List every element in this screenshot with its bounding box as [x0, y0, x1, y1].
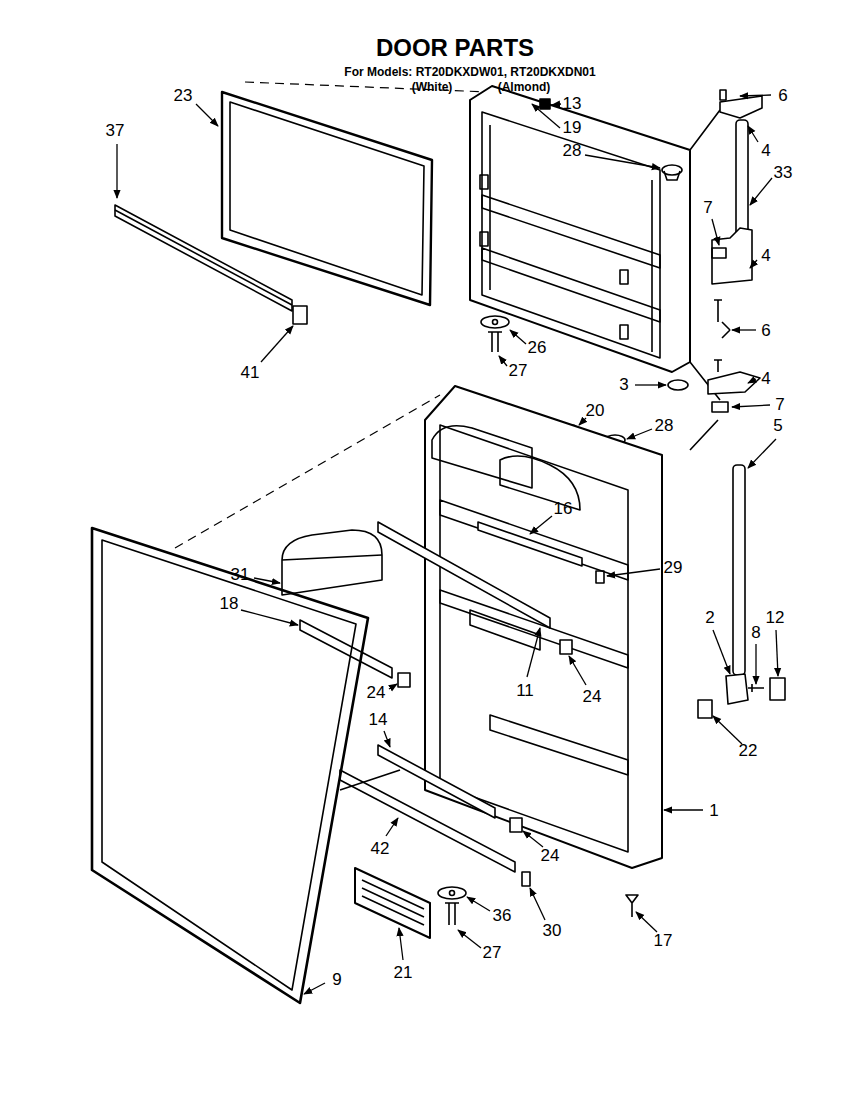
callout-number: 24: [583, 688, 602, 705]
callout-number: 41: [241, 364, 260, 381]
callout-number: 24: [541, 847, 560, 864]
callout-number: 11: [516, 682, 534, 699]
callout-number: 7: [775, 396, 784, 413]
callout-number: 23: [174, 87, 193, 104]
callout-number: 6: [761, 322, 770, 339]
callout-number: 37: [106, 122, 125, 139]
callout-number: 20: [586, 402, 605, 419]
callout-number: 1: [709, 802, 718, 819]
callout-number: 2: [705, 609, 714, 626]
callout-number: 18: [220, 595, 239, 612]
callout-number: 21: [394, 964, 413, 981]
callout-number: 31: [231, 566, 250, 583]
diagram-title: DOOR PARTS: [376, 36, 534, 60]
callout-number: 13: [563, 95, 582, 112]
callout-number: 36: [493, 907, 512, 924]
callout-number: 4: [761, 142, 770, 159]
callout-number: 8: [751, 624, 760, 641]
callout-number: 22: [739, 742, 758, 759]
callout-number: 9: [332, 971, 341, 988]
callout-number: 27: [509, 362, 528, 379]
callout-number: 19: [563, 119, 582, 136]
callout-number: 26: [528, 339, 547, 356]
callout-number: 4: [761, 247, 770, 264]
callout-number: 3: [619, 376, 628, 393]
callout-number: 14: [369, 711, 388, 728]
callout-number: 12: [766, 609, 785, 626]
callout-number: 6: [778, 87, 787, 104]
callout-number: 42: [371, 840, 390, 857]
callout-number: 16: [554, 500, 573, 517]
callout-number: 33: [774, 164, 793, 181]
callout-number: 28: [655, 417, 674, 434]
callout-number: 30: [543, 922, 562, 939]
callout-number: 5: [773, 417, 782, 434]
callout-number: 29: [664, 559, 683, 576]
model-note: (Almond): [498, 81, 551, 93]
model-note: For Models: RT20DKXDW01, RT20DKXDN01: [344, 66, 595, 78]
callout-number: 28: [563, 142, 582, 159]
callout-number: 7: [703, 199, 712, 216]
callout-number: 4: [761, 370, 770, 387]
callout-number: 27: [483, 944, 502, 961]
callout-number: 24: [367, 684, 386, 701]
callout-number: 17: [654, 932, 673, 949]
model-note: (White): [412, 81, 453, 93]
